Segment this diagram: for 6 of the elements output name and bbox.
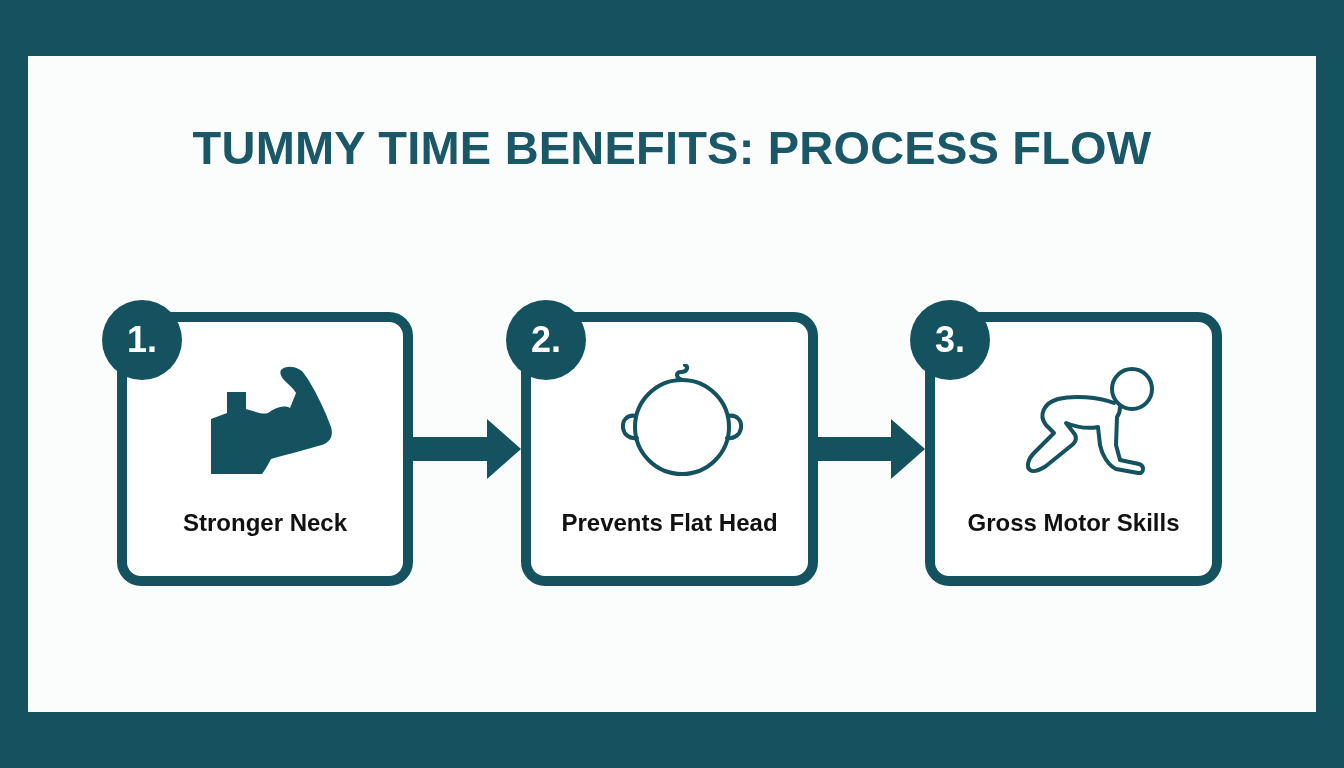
step-label: Prevents Flat Head	[560, 508, 779, 538]
diagram-title: TUMMY TIME BENEFITS: PROCESS FLOW	[191, 120, 1153, 176]
flow-arrow	[818, 419, 925, 479]
flow-arrow	[413, 419, 521, 479]
step-label: Gross Motor Skills	[966, 508, 1181, 538]
step-label: Stronger Neck	[181, 508, 349, 538]
